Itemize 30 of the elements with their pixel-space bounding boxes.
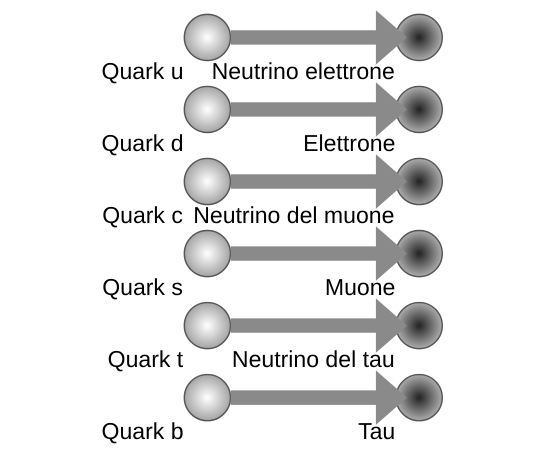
node-circle [183, 302, 231, 350]
node-circle [394, 158, 442, 206]
arrow [230, 10, 407, 65]
node-label: Quark d [101, 130, 184, 156]
node-circle [183, 374, 231, 422]
node-label: Neutrino elettrone [211, 58, 394, 84]
node-label: Neutrino del muone [192, 202, 394, 228]
node-label: Muone [324, 274, 395, 300]
node-label: Quark u [101, 58, 184, 84]
node-circle [394, 374, 442, 422]
node-circle [394, 14, 442, 62]
node-label: Quark s [102, 274, 182, 300]
node-circle [183, 158, 231, 206]
node-circle [394, 86, 442, 134]
node-circle [183, 230, 231, 278]
node-circle [394, 302, 442, 350]
arrow [230, 298, 407, 353]
node-circle [394, 230, 442, 278]
arrow [230, 370, 407, 425]
node-label: Tau [358, 418, 395, 444]
arrow [230, 226, 407, 281]
node-label: Neutrino del tau [231, 346, 394, 372]
node-circle [183, 86, 231, 134]
arrow [230, 154, 407, 209]
node-circle [183, 14, 231, 62]
node-label: Quark c [102, 202, 182, 228]
node-label: Quark t [107, 346, 183, 372]
arrow [230, 82, 407, 137]
node-label: Quark b [101, 418, 184, 444]
node-label: Elettrone [302, 130, 395, 156]
